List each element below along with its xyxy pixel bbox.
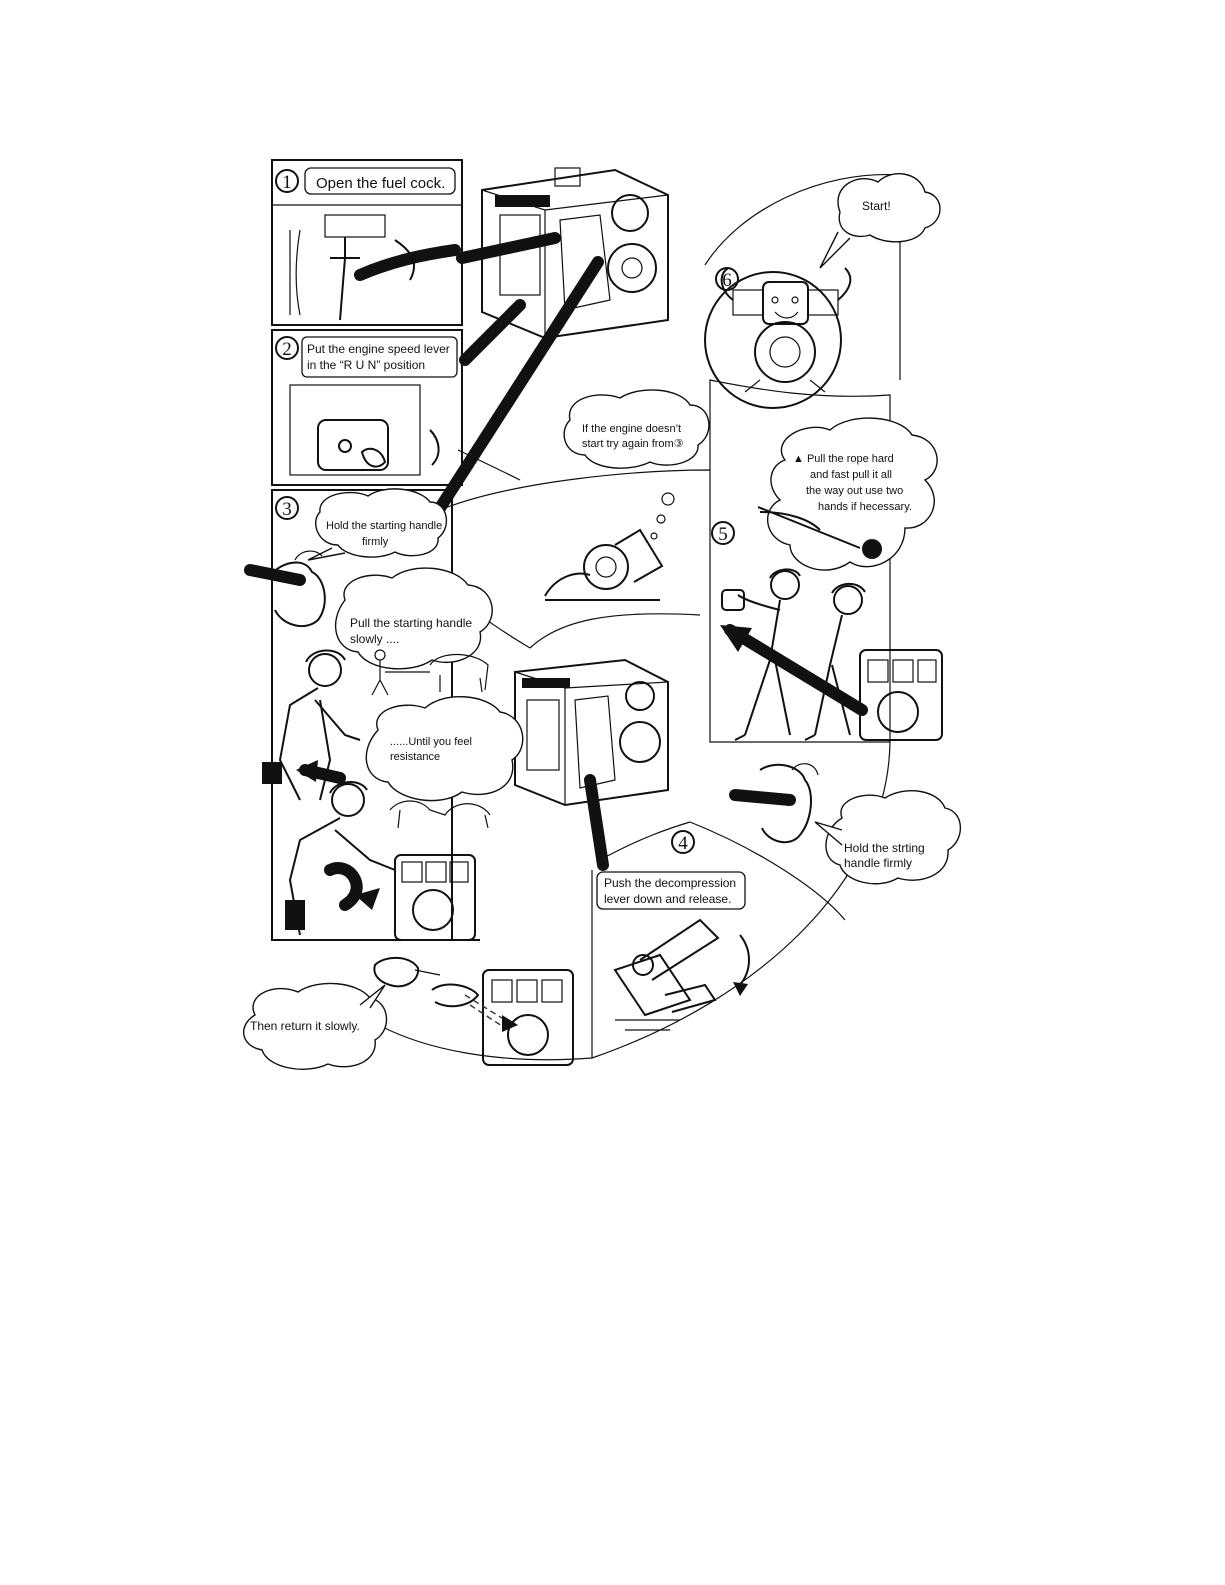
step-3-number: 3 <box>282 499 292 520</box>
return-slowly-group: Then return it slowly. <box>243 956 574 1070</box>
generator-engine-center <box>514 658 669 871</box>
step-6-number: 6 <box>722 270 732 291</box>
hold-strting-line-1: Hold the strting <box>844 841 925 855</box>
step-3-line-1: Hold the starting handle <box>326 520 442 532</box>
step-2-number: 2 <box>282 339 292 360</box>
step-5-line-1: ▲ Pull the rope hard <box>793 453 894 465</box>
step-5-line-3: the way out use two <box>806 485 903 497</box>
step-2-label-line-1: Put the engine speed lever <box>307 342 450 356</box>
step-6-label: Start! <box>862 199 891 213</box>
step-4-line-1: Push the decompression <box>604 876 736 890</box>
return-slowly-label: Then return it slowly. <box>250 1019 360 1033</box>
retry-bubble-group: If the engine doesn’t start try again fr… <box>544 389 710 601</box>
pull-slowly-line-1: Pull the starting handle <box>350 616 472 630</box>
step-3-panel: 3 Hold the starting handle firmly Pull t… <box>244 488 524 941</box>
step-1-label: Open the fuel cock. <box>316 175 445 192</box>
step-6-panel: 6 Start! <box>704 173 941 409</box>
step-5-number: 5 <box>718 524 728 545</box>
hold-strting-group: Hold the strting handle firmly <box>729 763 962 885</box>
generator-engine-top <box>481 167 669 340</box>
resistance-line-2: resistance <box>390 751 440 763</box>
retry-line-2: start try again from③ <box>582 438 684 450</box>
leader-lines <box>434 232 604 514</box>
step-2-label-line-2: in the “R U N” position <box>307 358 425 372</box>
step-2-panel: 2 Put the engine speed lever in the “R U… <box>271 329 463 486</box>
pull-slowly-line-2: slowly .... <box>350 632 399 646</box>
hold-strting-line-2: handle firmly <box>844 856 912 870</box>
step-4-number: 4 <box>678 833 688 854</box>
retry-line-1: If the engine doesn’t <box>582 423 681 435</box>
step-3-line-2: firmly <box>362 536 389 548</box>
step-4-panel: 4 Push the decompression lever down and … <box>596 830 750 1031</box>
resistance-line-1: ......Until you feel <box>390 736 472 748</box>
step-5-line-4: hands if hecessary. <box>818 501 912 513</box>
step-5-panel: 5 ▲ Pull the rope hard and fast pull it … <box>711 417 943 741</box>
step-1-panel: 1 Open the fuel cock. <box>271 159 463 326</box>
step-5-line-2: and fast pull it all <box>810 469 892 481</box>
step-1-number: 1 <box>282 172 292 193</box>
step-4-line-2: lever down and release. <box>604 892 731 906</box>
